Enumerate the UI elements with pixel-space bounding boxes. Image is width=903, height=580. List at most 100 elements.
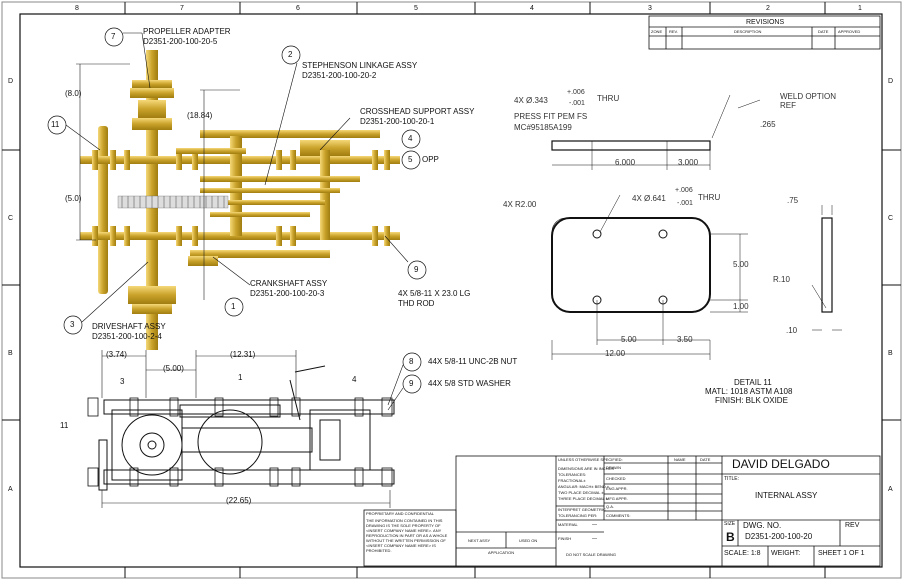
tb-prop-line-5: WITHOUT THE WRITTEN PERMISSION OF: [366, 538, 446, 543]
border-col-4: 4: [530, 5, 534, 12]
callout-driveshaft: DRIVESHAFT ASSY: [92, 322, 166, 331]
tb-checked: CHECKED: [606, 476, 626, 481]
balloon-5: 5: [408, 155, 413, 164]
detail-tol1-minus: -.001: [569, 100, 585, 107]
detail-press-fit: PRESS FIT PEM FS: [514, 112, 588, 121]
callout-thd-rod-2: THD ROD: [398, 299, 435, 308]
callout-propeller-adapter: PROPELLER ADAPTER: [143, 27, 231, 36]
border-col-2: 2: [766, 5, 770, 12]
tb-sheet: SHEET 1 OF 1: [818, 550, 865, 557]
tb-date-header: DATE: [700, 457, 711, 462]
tb-prop-line-7: PROHIBITED.: [366, 548, 392, 553]
detail-hole-641: 4X Ø.641: [632, 194, 666, 203]
detail-dim-75: .75: [787, 196, 799, 205]
border-row-b: B: [8, 350, 13, 357]
callout-washer: 44X 5/8 STD WASHER: [428, 379, 511, 388]
balloon-9-top: 9: [414, 265, 419, 274]
tb-fractional: FRACTIONAL±: [558, 478, 586, 483]
dim-8-0: (8.0): [65, 89, 82, 98]
tb-interpret: INTERPRET GEOMETRIC: [558, 507, 606, 512]
front-view-drawing: [87, 365, 395, 491]
tb-tolerances: TOLERANCES:: [558, 472, 587, 477]
tb-used-on: USED ON: [519, 538, 538, 543]
balloon-3: 3: [70, 320, 75, 329]
tb-prop-line-1: THE INFORMATION CONTAINED IN THIS: [366, 518, 443, 523]
border-col-3: 3: [648, 5, 652, 12]
border-col-1: 1: [858, 5, 862, 12]
tb-proprietary-title: PROPRIETARY AND CONFIDENTIAL: [366, 511, 435, 516]
tb-finish-label: FINISH: [558, 536, 572, 541]
tb-three-place: THREE PLACE DECIMAL ±: [558, 496, 608, 501]
detail-pem-part: MC#95185A199: [514, 123, 572, 132]
tb-weight: WEIGHT:: [771, 550, 801, 557]
tb-comments: COMMENTS:: [606, 513, 631, 518]
detail-title: DETAIL 11: [734, 378, 772, 387]
callout-stephenson-linkage: STEPHENSON LINKAGE ASSY: [302, 61, 418, 70]
detail-tol1-plus: +.006: [567, 89, 585, 96]
border-col-5: 5: [414, 5, 418, 12]
front-view-dim-lines: [101, 350, 391, 508]
callout-propeller-adapter-part: D2351-200-100-20-5: [143, 37, 218, 46]
front-label-11: 11: [60, 421, 69, 430]
dim-5-0: (5.0): [65, 194, 82, 203]
rev-col-zone: ZONE: [651, 29, 663, 34]
front-label-1: 1: [238, 373, 243, 382]
tb-prop-line-6: <INSERT COMPANY NAME HERE> IS: [366, 543, 436, 548]
dim-18-84: (18.84): [187, 111, 213, 120]
detail-weld-option: WELD OPTION: [780, 92, 837, 101]
callout-crankshaft-part: D2351-200-100-20-3: [250, 289, 325, 298]
tb-qa: Q.A.: [606, 504, 615, 509]
tb-application: APPLICATION: [488, 550, 515, 555]
dim-3-74: (3.74): [106, 350, 127, 359]
callout-stephenson-linkage-part: D2351-200-100-20-2: [302, 71, 377, 80]
border-row-a-right: A: [888, 486, 893, 493]
tb-angular: ANGULAR: MACH± BEND ±: [558, 484, 610, 489]
rev-col-rev: REV.: [669, 29, 678, 34]
tb-material-label: MATERIAL: [558, 522, 578, 527]
detail-hole-343: 4X Ø.343: [514, 96, 548, 105]
title-label: TITLE:: [724, 476, 740, 482]
inner-border: [19, 13, 883, 568]
detail-dim-350: 3.50: [677, 335, 693, 344]
detail-views: [551, 94, 842, 360]
company-name: DAVID DELGADO: [732, 457, 830, 471]
balloon-7: 7: [111, 32, 116, 41]
border-row-d: D: [8, 78, 14, 85]
rev-col-description: DESCRIPTION: [734, 29, 762, 34]
detail-material: MATL: 1018 ASTM A108: [705, 387, 793, 396]
tb-prop-line-4: REPRODUCTION IN PART OR AS A WHOLE: [366, 533, 448, 538]
title-block-frame: [363, 455, 881, 567]
balloon-4: 4: [408, 134, 413, 143]
detail-tol2-plus: +.006: [675, 187, 693, 194]
top-view-assembly: [80, 50, 400, 350]
front-label-4: 4: [352, 375, 357, 384]
rev-col-date: DATE: [818, 29, 829, 34]
tb-scale: SCALE: 1:8: [724, 550, 761, 557]
detail-dim-6000: 6.000: [615, 158, 636, 167]
callout-opp: OPP: [422, 155, 439, 164]
drawing-title: INTERNAL ASSY: [755, 491, 818, 500]
tb-prop-line-3: <INSERT COMPANY NAME HERE>. ANY: [366, 528, 442, 533]
detail-dim-10: .10: [786, 326, 798, 335]
border-row-d-right: D: [888, 78, 894, 85]
tb-rev-label: REV: [845, 522, 860, 529]
callout-crankshaft: CRANKSHAFT ASSY: [250, 279, 328, 288]
dim-12-31: (12.31): [230, 350, 256, 359]
border-col-8: 8: [75, 5, 79, 12]
tb-name-header: NAME: [674, 457, 686, 462]
tb-two-place: TWO PLACE DECIMAL ±: [558, 490, 604, 495]
callout-crosshead-support-part: D2351-200-100-20-1: [360, 117, 435, 126]
detail-dim-265: .265: [760, 120, 776, 129]
tb-mfg-appr: MFG APPR.: [606, 496, 628, 501]
border-row-c: C: [8, 215, 14, 222]
top-view-dim-lines: [76, 63, 240, 300]
detail-dim-500v: 5.00: [733, 260, 749, 269]
detail-thru-2: THRU: [698, 193, 721, 202]
callout-balloons: [47, 27, 427, 394]
tb-drawn: DRAWN: [606, 465, 621, 470]
callout-driveshaft-part: D2351-200-100-2-4: [92, 332, 162, 341]
dim-22-65: (22.65): [226, 496, 252, 505]
detail-dim-500h: 5.00: [621, 335, 637, 344]
tb-size-label: SIZE: [724, 521, 736, 527]
